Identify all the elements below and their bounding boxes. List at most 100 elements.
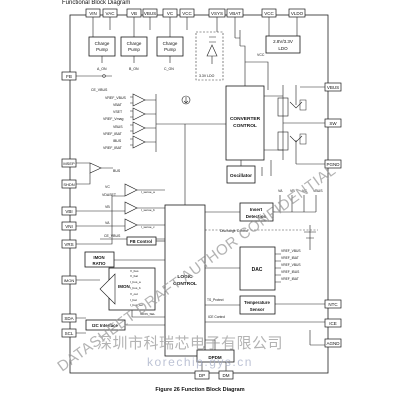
pin-vac: VAC bbox=[106, 11, 116, 16]
svg-text:I_sense_b: I_sense_b bbox=[141, 208, 155, 212]
pin-vldo: VLDO bbox=[291, 11, 304, 16]
watermark-url-text: korechip.gys.cn bbox=[147, 355, 253, 369]
svg-text:VC: VC bbox=[105, 185, 110, 189]
top-pins: VIN VAC VB VBUS VC VCC VSYS VBAT VCC VLD… bbox=[85, 8, 306, 18]
svg-text:VC: VC bbox=[302, 189, 307, 193]
pin-dp: DP bbox=[199, 373, 205, 378]
svg-text:VB: VB bbox=[290, 189, 295, 193]
imon-ratio-block bbox=[84, 251, 115, 268]
svg-text:I_bus_a: I_bus_a bbox=[130, 280, 141, 284]
svg-text:VREF_VBUS: VREF_VBUS bbox=[281, 249, 301, 253]
pin-msep: MSEP bbox=[63, 161, 75, 166]
pin-scl: SCL bbox=[65, 331, 74, 336]
svg-text:IMON: IMON bbox=[118, 284, 130, 289]
ldo-area: 3.3V LDO 2.8V/3.3V LDO VCC bbox=[195, 17, 301, 150]
pin-ice: ICE bbox=[329, 321, 337, 326]
pin-vni: VNI bbox=[65, 224, 73, 229]
svg-text:CONTROL: CONTROL bbox=[233, 123, 257, 129]
svg-text:V_bat: V_bat bbox=[130, 274, 138, 278]
svg-text:IMON: IMON bbox=[93, 255, 104, 260]
svg-text:Charge: Charge bbox=[163, 41, 178, 46]
svg-text:C_ON: C_ON bbox=[164, 67, 174, 71]
svg-text:Pump: Pump bbox=[96, 47, 108, 52]
svg-text:I_bus_sel: I_bus_sel bbox=[130, 303, 143, 307]
ldo-block bbox=[265, 35, 301, 54]
svg-text:2.8V/3.3V: 2.8V/3.3V bbox=[273, 39, 293, 44]
bus-buffer bbox=[89, 162, 102, 174]
dac-block bbox=[239, 246, 276, 291]
pin-imon: IMON bbox=[64, 278, 75, 283]
svg-text:VBUS: VBUS bbox=[113, 125, 123, 129]
svg-text:Pump: Pump bbox=[164, 47, 176, 52]
svg-text:Temperature: Temperature bbox=[244, 300, 270, 305]
svg-text:VREF_VBUS: VREF_VBUS bbox=[281, 263, 301, 267]
pin-vbus-right: VBUS bbox=[327, 85, 339, 90]
pin-vc: VC bbox=[167, 11, 174, 16]
pin-vbat: VBAT bbox=[229, 11, 241, 16]
svg-text:CONTROL: CONTROL bbox=[173, 281, 197, 287]
current-sense-amps: VC VDASET VB VA I_sense_a I_sense_b I_se… bbox=[76, 183, 165, 245]
svg-text:Discharge Control: Discharge Control bbox=[220, 229, 248, 233]
svg-text:VREF_IBAT: VREF_IBAT bbox=[103, 132, 123, 136]
svg-text:CE_VBUS: CE_VBUS bbox=[104, 234, 121, 238]
svg-text:VSET: VSET bbox=[113, 110, 123, 114]
svg-text:VA: VA bbox=[278, 189, 283, 193]
svg-text:VA: VA bbox=[105, 221, 110, 225]
pin-dm: DM bbox=[223, 373, 230, 378]
svg-text:I_bus_b: I_bus_b bbox=[130, 286, 141, 290]
svg-text:B_ON: B_ON bbox=[129, 67, 139, 71]
charge-pumps: Charge Pump Charge Pump Charge Pump A_ON… bbox=[88, 17, 188, 71]
svg-text:VREF_IBAT: VREF_IBAT bbox=[281, 256, 299, 260]
svg-text:I_sense_c: I_sense_c bbox=[141, 225, 155, 229]
svg-text:3.3V LDO: 3.3V LDO bbox=[199, 74, 215, 78]
dpdm-block bbox=[196, 349, 235, 363]
svg-text:A_ON: A_ON bbox=[97, 67, 107, 71]
power-stage bbox=[264, 85, 325, 165]
svg-text:CE_VBUS: CE_VBUS bbox=[91, 88, 108, 92]
logic-control-block bbox=[164, 204, 206, 357]
svg-text:VDASET: VDASET bbox=[102, 193, 117, 197]
converter-control-block bbox=[225, 85, 265, 161]
pin-vb: VB bbox=[131, 11, 137, 16]
pin-sda: SDA bbox=[64, 316, 73, 321]
svg-text:Detection: Detection bbox=[246, 214, 267, 219]
pin-vrs: VRS bbox=[64, 242, 73, 247]
svg-text:VREF_IBAT: VREF_IBAT bbox=[281, 277, 299, 281]
svg-text:VREF_IBUS: VREF_IBUS bbox=[281, 270, 300, 274]
svg-text:CONVERTER: CONVERTER bbox=[230, 116, 261, 122]
svg-text:ICE Control: ICE Control bbox=[208, 315, 225, 319]
svg-text:Oscillator: Oscillator bbox=[230, 173, 252, 179]
comparator-bank: VREF_VBUS VBAT VSET VREF_Vmag VBUS VREF_… bbox=[103, 93, 226, 152]
pin-vin: VIN bbox=[89, 11, 97, 16]
pin-sw: SW bbox=[329, 121, 337, 126]
svg-text:Charge: Charge bbox=[95, 41, 110, 46]
pin-ntc: NTC bbox=[328, 302, 338, 307]
svg-text:V_bus: V_bus bbox=[130, 269, 139, 273]
svg-text:DPDM: DPDM bbox=[208, 355, 222, 360]
svg-text:IBUS: IBUS bbox=[113, 139, 122, 143]
pin-pgnd: PGND bbox=[326, 162, 340, 167]
watermark-company-text: 深圳市科瑞芯电子有限公司 bbox=[97, 335, 283, 352]
pin-vcc: VCC bbox=[182, 11, 192, 16]
pin-vsys: VSYS bbox=[211, 11, 223, 16]
watermark: DATASHEET DRAFT AUTHOR CONFIDENTIAL 深圳市科… bbox=[54, 162, 339, 375]
svg-text:LDO: LDO bbox=[278, 46, 288, 51]
svg-text:FB Control: FB Control bbox=[130, 239, 152, 244]
svg-text:VREF_Vmag: VREF_Vmag bbox=[103, 117, 123, 121]
bottom-pins: DP DM bbox=[194, 370, 234, 380]
svg-text:VCC: VCC bbox=[257, 53, 265, 57]
pin-vbi: VBI bbox=[65, 209, 72, 214]
svg-text:VBUS: VBUS bbox=[313, 189, 323, 193]
svg-text:I_sense_a: I_sense_a bbox=[141, 190, 155, 194]
svg-text:VREF_VBUS: VREF_VBUS bbox=[105, 96, 126, 100]
pin-agnd: AGND bbox=[326, 341, 340, 346]
pin-shdn: SHDN bbox=[63, 182, 74, 187]
svg-text:Charge: Charge bbox=[127, 41, 142, 46]
header-partial-title: Functional Block Diagram bbox=[62, 0, 130, 6]
left-pins: FB MSEP SHDN VBI VNI VRS IMON SDA SCL bbox=[61, 71, 77, 338]
pin-vcc-2: VCC bbox=[264, 11, 274, 16]
right-pins: VBUS SW PGND NTC ICE AGND bbox=[324, 82, 342, 348]
svg-text:VBAT: VBAT bbox=[113, 103, 123, 107]
svg-text:LOGIC: LOGIC bbox=[177, 274, 193, 280]
